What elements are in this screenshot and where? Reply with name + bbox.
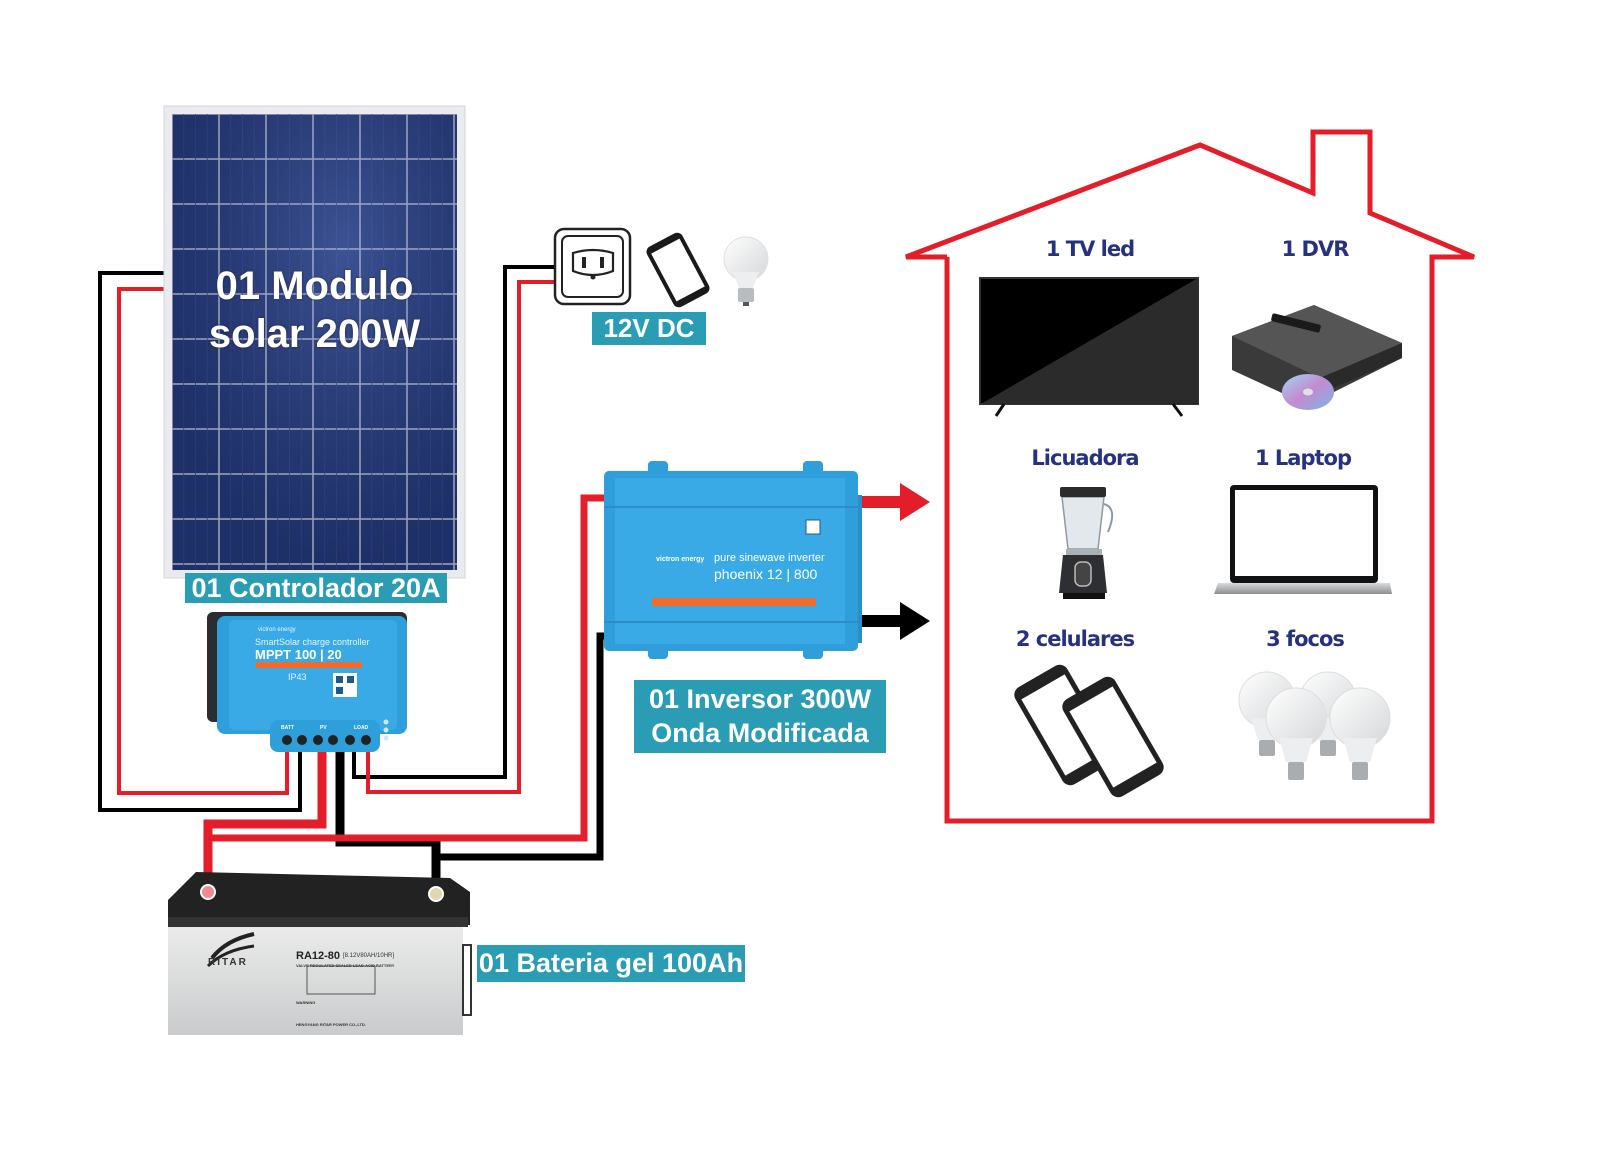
controller-model: MPPT 100 | 20 <box>255 647 342 662</box>
dc-outlet-icon <box>553 227 632 306</box>
solar-panel-label: 01 Modulo solar 200W <box>164 262 465 358</box>
appliance-label-phones: 2 celulares <box>1015 627 1135 651</box>
solar-panel <box>163 105 466 579</box>
appliance-label-blender: Licuadora <box>1031 446 1139 470</box>
inverter-label: 01 Inversor 300W Onda Modificada <box>634 680 886 753</box>
battery <box>168 872 472 1035</box>
smartphones-icon <box>1014 664 1164 798</box>
wire-panel-positive <box>117 287 289 795</box>
ac-output-arrows <box>862 483 930 640</box>
terminal-batt-label: BATT <box>281 725 294 731</box>
inverter-model-line: pure sinewave inverter <box>714 552 825 564</box>
terminal-load-label: LOAD <box>354 725 369 731</box>
wire-inverter-positive <box>204 494 608 850</box>
controller-label: 01 Controlador 20A <box>185 573 447 603</box>
tv-icon <box>979 277 1199 417</box>
battery-label: 01 Bateria gel 100Ah <box>477 945 745 982</box>
light-bulb-icon <box>723 236 769 306</box>
laptop-icon <box>1214 485 1392 594</box>
solar-panel-label-line1: 01 Modulo <box>215 264 414 308</box>
inverter-model: phoenix 12 | 800 <box>714 566 818 582</box>
wire-panel-negative <box>98 271 302 812</box>
blender-icon <box>1059 487 1114 599</box>
battery-maker: HENGYANG RITAR POWER CO.,LTD. <box>296 1022 366 1027</box>
appliance-label-laptop: 1 Laptop <box>1254 446 1352 470</box>
battery-brand: RITAR <box>208 957 248 968</box>
dc-output-label: 12V DC <box>592 312 706 345</box>
wire-load-positive <box>366 280 560 794</box>
charge-controller <box>207 612 407 752</box>
house-outline <box>905 129 1475 824</box>
battery-warning: WARNING <box>296 1000 316 1005</box>
controller-rating: IP43 <box>288 672 307 682</box>
wiring <box>98 265 612 892</box>
controller-brand: victron energy <box>258 627 296 633</box>
light-bulbs-icon <box>1238 671 1391 780</box>
dvd-player-icon <box>1232 305 1402 410</box>
arrow-negative-icon <box>862 602 930 640</box>
appliance-label-dvr: 1 DVR <box>1281 237 1350 261</box>
wire-battery-positive <box>203 752 327 890</box>
appliance-label-bulbs: 3 focos <box>1266 627 1345 651</box>
wire-battery-negative <box>335 752 441 892</box>
battery-model: RA12-80 <box>296 950 341 962</box>
smartphone-icon <box>646 232 710 308</box>
battery-spec: [8.12V80AH/10HR] <box>343 953 395 959</box>
terminal-pv-label: PV <box>320 725 327 731</box>
inverter-label-line2: Onda Modificada <box>651 718 869 748</box>
arrow-positive-icon <box>862 483 930 521</box>
battery-subtitle: VALVE REGULATED SEALED LEAD-ACID BATTERY <box>296 963 395 968</box>
appliance-label-tv: 1 TV led <box>1045 237 1135 261</box>
controller-model-line: SmartSolar charge controller <box>255 637 370 647</box>
wire-load-negative <box>352 265 560 779</box>
inverter <box>604 461 862 659</box>
solar-panel-label-line2: solar 200W <box>208 312 421 356</box>
inverter-label-line1: 01 Inversor 300W <box>648 684 872 714</box>
inverter-brand: victron energy <box>656 556 705 563</box>
